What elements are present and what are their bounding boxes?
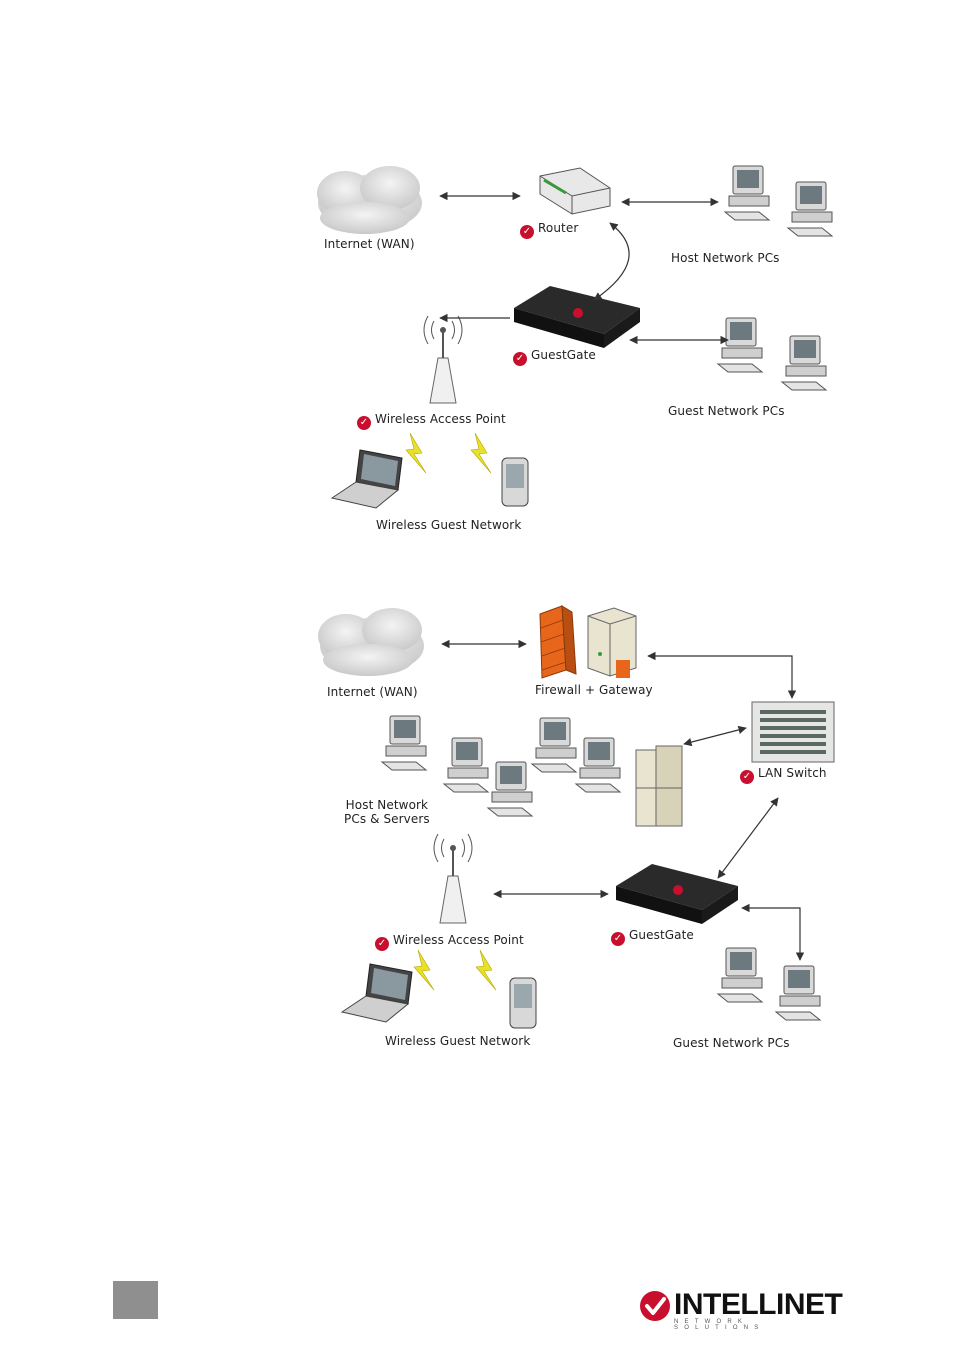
laptop-icon [342,964,412,1022]
lightning-icon [414,950,496,990]
cloud-icon [318,608,424,676]
firewall-icon [540,606,576,678]
logo-text: INTELLINET [674,1288,842,1322]
laptop-icon [332,450,402,508]
switch-icon [752,702,834,762]
server-icon [588,608,636,678]
lightning-icon [406,433,491,473]
check-icon: ✓ [520,225,534,239]
check-icon: ✓ [611,932,625,946]
check-icon: ✓ [357,416,371,430]
check-icon: ✓ [375,937,389,951]
wireless-guest-label: Wireless Guest Network [376,518,521,532]
logo-subtitle: NETWORK SOLUTIONS [674,1319,845,1331]
network-diagram-1: Internet (WAN) ✓Router Host Network PCs … [310,158,845,538]
lan-switch-label: ✓LAN Switch [740,766,827,784]
firewall-label: Firewall + Gateway [535,683,653,697]
check-icon: ✓ [740,770,754,784]
host-pcs-label: Host Network PCs & Servers [344,798,430,826]
internet-label: Internet (WAN) [324,237,415,251]
check-icon [640,1291,670,1321]
pc-icon [718,166,832,390]
guestgate-icon [514,286,640,348]
antenna-icon [434,834,472,923]
cloud-icon [317,166,422,234]
network-diagram-2: Internet (WAN) Firewall + Gateway ✓LAN S… [310,598,845,1063]
page-number-box [113,1281,158,1319]
guest-pcs-label: Guest Network PCs [673,1036,790,1050]
antenna-icon [424,316,462,403]
guest-pcs-label: Guest Network PCs [668,404,785,418]
internet-label: Internet (WAN) [327,685,418,699]
pda-icon [502,458,528,506]
server-icon [636,746,682,826]
wap-label: ✓Wireless Access Point [357,412,506,430]
guestgate-icon [616,864,738,924]
wap-label: ✓Wireless Access Point [375,933,524,951]
intellinet-logo: INTELLINET NETWORK SOLUTIONS [640,1288,845,1330]
host-pcs-label: Host Network PCs [671,251,780,265]
router-label: ✓Router [520,221,578,239]
router-icon [540,168,610,214]
wireless-guest-label: Wireless Guest Network [385,1034,530,1048]
check-icon: ✓ [513,352,527,366]
guestgate-label: ✓GuestGate [513,348,596,366]
pda-icon [510,978,536,1028]
guestgate-label: ✓GuestGate [611,928,694,946]
